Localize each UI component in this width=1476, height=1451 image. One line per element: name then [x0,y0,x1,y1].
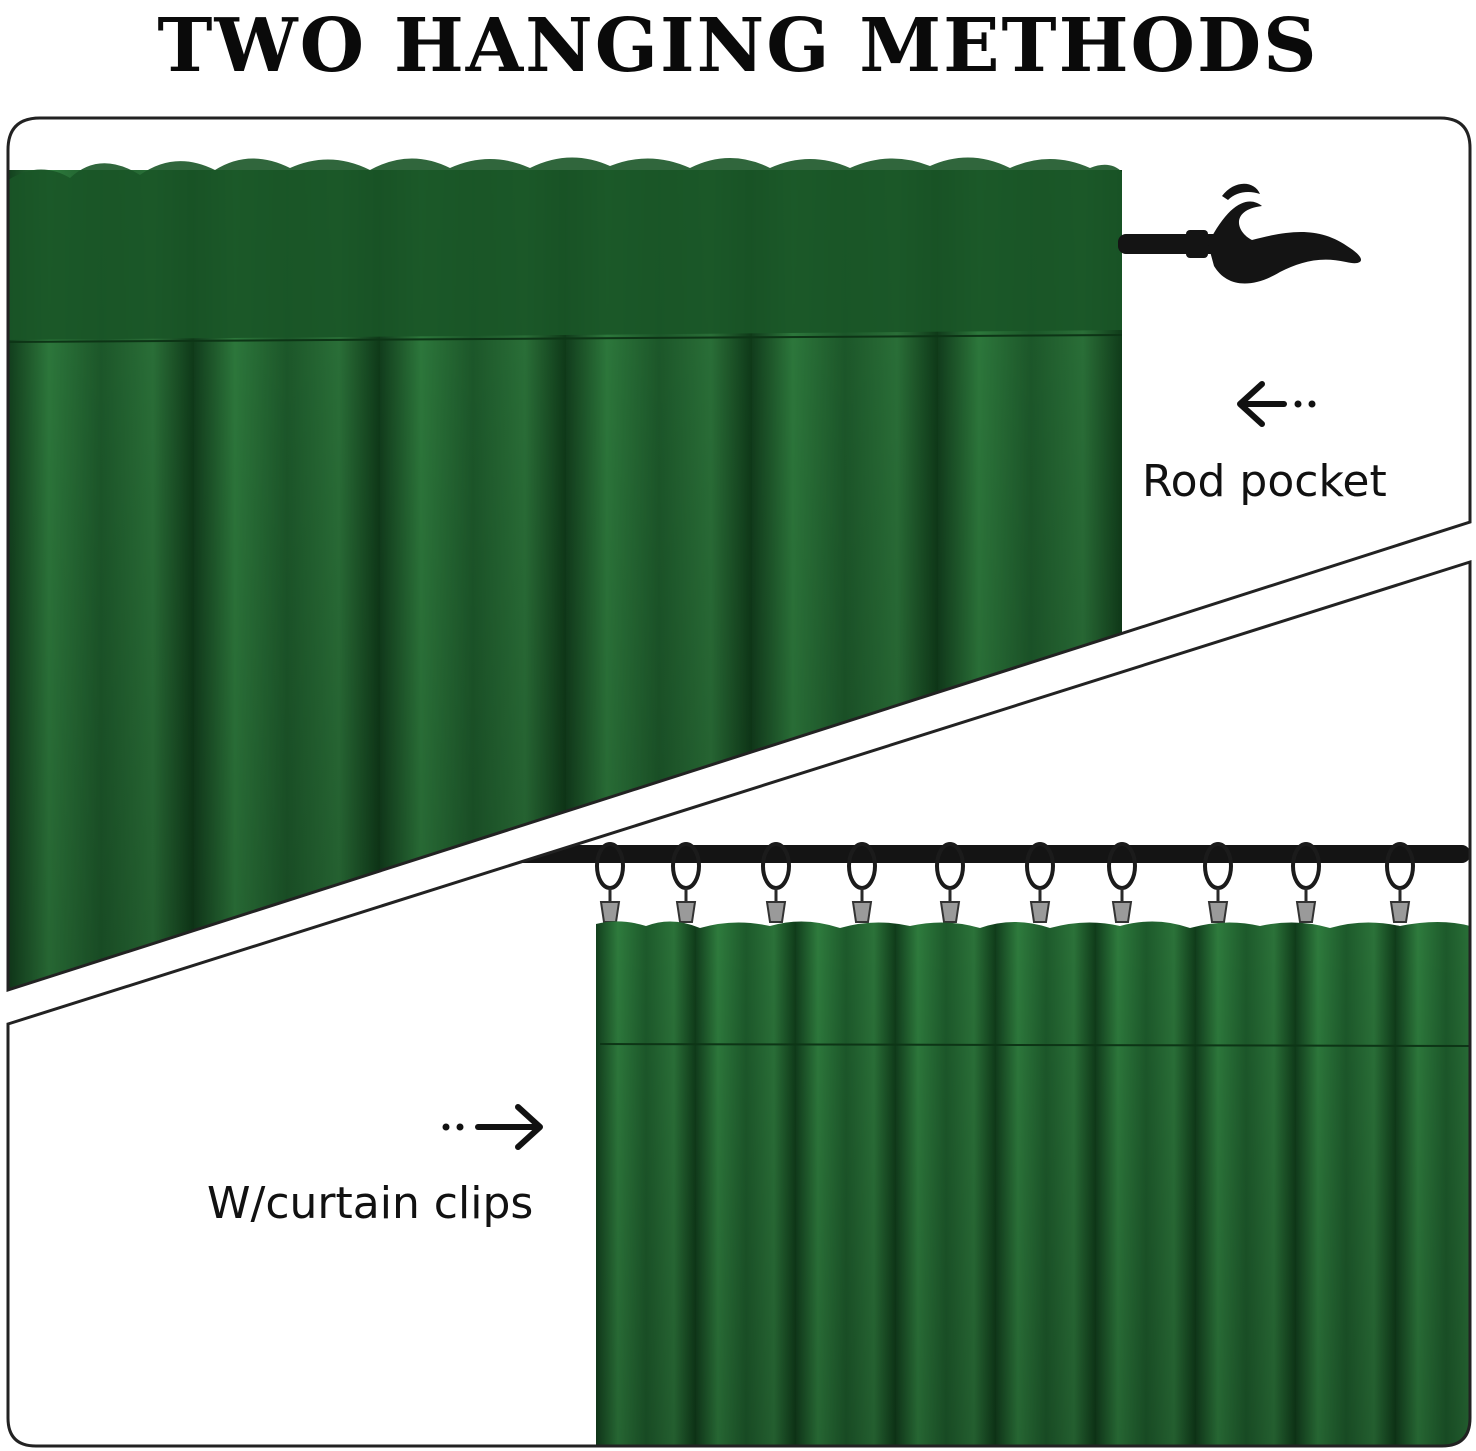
curtain-clip-rings [595,842,1415,923]
dashed-arrow-right-icon [442,1104,543,1150]
rod-pocket-ruffled-header [8,157,1122,340]
clip-header-stitch-line [599,1043,1470,1047]
rod-pocket-panel-frame [6,116,1472,993]
rod-pocket-panel [8,118,1470,990]
curtain-clip-icon [1111,901,1133,923]
curtain-clip-icon [1029,901,1051,923]
curtain-rod [460,845,1470,863]
curtain-clip-icon [851,901,873,923]
curtain-clip-icon [765,901,787,923]
dashed-arrow-left-icon [1237,381,1316,427]
curtain-clip-icon [1389,901,1411,923]
page-title: TWO HANGING METHODS [157,3,1319,89]
clip-curtain [596,921,1470,1446]
decorative-curtain-rod [1118,183,1362,284]
curtain-clips-label: W/curtain clips [207,1178,534,1229]
curtain-clip-icon [675,901,697,923]
finial-icon [1208,201,1362,284]
curtain-clip-icon [939,901,961,923]
curtain-clip-icon [599,901,621,923]
curtain-clip-icon [1207,901,1229,923]
rod-pocket-label: Rod pocket [1142,456,1387,507]
curtain-clips-panel-frame [6,559,1472,1448]
curtain-clip-icon [1295,901,1317,923]
header-stitch-line [8,334,1123,343]
